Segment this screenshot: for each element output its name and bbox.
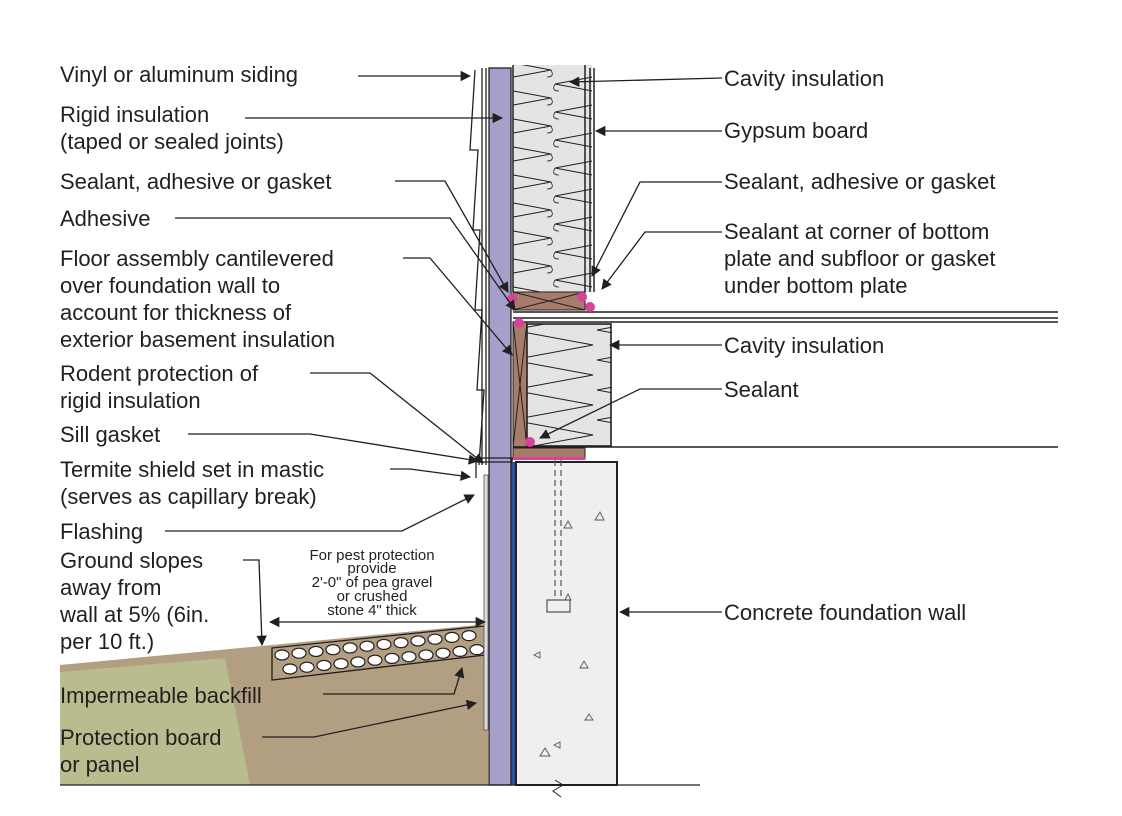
gravel-stone bbox=[469, 644, 485, 656]
gravel-stone bbox=[427, 633, 443, 645]
label-cavity-upper: Cavity insulation bbox=[724, 66, 884, 91]
label-termite: Termite shield set in mastic bbox=[60, 457, 324, 482]
subfloor bbox=[513, 311, 1058, 323]
gravel-stone bbox=[376, 638, 392, 651]
gravel-stone bbox=[325, 644, 341, 656]
label-floor-assembly-4: exterior basement insulation bbox=[60, 327, 335, 352]
label-sealant-right: Sealant, adhesive or gasket bbox=[724, 169, 996, 194]
protection-board bbox=[483, 474, 489, 731]
gravel-stone bbox=[444, 631, 460, 644]
label-siding: Vinyl or aluminum siding bbox=[60, 62, 298, 87]
pest-note-line: stone 4" thick bbox=[327, 602, 417, 619]
sill-gasket bbox=[513, 457, 585, 460]
label-floor-assembly-2: over foundation wall to bbox=[60, 273, 280, 298]
label-rodent-2: rigid insulation bbox=[60, 388, 201, 413]
right-labels: Cavity insulation Gypsum board Sealant, … bbox=[724, 66, 996, 625]
label-protection: Protection board bbox=[60, 725, 221, 750]
gravel-stone bbox=[359, 640, 375, 652]
gravel-stone bbox=[401, 651, 417, 663]
label-flashing: Flashing bbox=[60, 519, 143, 544]
gravel-stone bbox=[299, 661, 315, 673]
label-floor-assembly: Floor assembly cantilevered bbox=[60, 246, 334, 271]
gravel-stone bbox=[333, 658, 349, 670]
label-gypsum: Gypsum board bbox=[724, 118, 868, 143]
gravel-stone bbox=[410, 635, 426, 647]
pest-note-line: 2'-0" of pea gravel bbox=[312, 574, 433, 591]
label-corner: Sealant at corner of bottom bbox=[724, 219, 989, 244]
label-sealant: Sealant bbox=[724, 377, 799, 402]
gravel-stone bbox=[350, 656, 366, 668]
label-ground-2: away from bbox=[60, 575, 161, 600]
gravel-stone bbox=[316, 659, 332, 672]
gravel-stone bbox=[384, 652, 400, 665]
pest-note-line: provide bbox=[347, 560, 396, 577]
gypsum-board bbox=[512, 65, 595, 292]
label-foundation: Concrete foundation wall bbox=[724, 600, 966, 625]
gravel-stone bbox=[282, 663, 298, 675]
concrete-foundation-wall bbox=[515, 461, 618, 786]
label-corner-2: plate and subfloor or gasket bbox=[724, 246, 996, 271]
rigid-insulation bbox=[488, 67, 512, 786]
gravel-stone bbox=[452, 645, 468, 658]
gravel-stone bbox=[291, 647, 307, 659]
label-sill-gasket: Sill gasket bbox=[60, 422, 160, 447]
pest-note: For pest protection provide 2'-0" of pea… bbox=[309, 547, 434, 619]
label-sealant-left: Sealant, adhesive or gasket bbox=[60, 169, 332, 194]
label-adhesive: Adhesive bbox=[60, 206, 151, 231]
label-ground-4: per 10 ft.) bbox=[60, 629, 154, 654]
break-line bbox=[552, 779, 564, 798]
label-cavity-lower: Cavity insulation bbox=[724, 333, 884, 358]
gravel-stone bbox=[435, 647, 451, 659]
label-termite-2: (serves as capillary break) bbox=[60, 484, 317, 509]
left-labels: Vinyl or aluminum siding Rigid insulatio… bbox=[59, 62, 335, 777]
label-rigid-insulation: Rigid insulation bbox=[60, 102, 209, 127]
label-corner-3: under bottom plate bbox=[724, 273, 907, 298]
grass-area bbox=[60, 658, 250, 785]
gravel-stone bbox=[274, 649, 290, 661]
label-ground-3: wall at 5% (6in. bbox=[59, 602, 209, 627]
gravel-stone bbox=[367, 654, 383, 666]
gravel-stone bbox=[393, 637, 409, 649]
label-protection-2: or panel bbox=[60, 752, 140, 777]
concrete-aggregate bbox=[532, 511, 605, 757]
pest-note-line: For pest protection bbox=[309, 547, 434, 564]
label-rigid-insulation-2: (taped or sealed joints) bbox=[60, 129, 284, 154]
label-rodent: Rodent protection of bbox=[60, 361, 259, 386]
label-ground: Ground slopes bbox=[60, 548, 203, 573]
label-backfill: Impermeable backfill bbox=[60, 683, 262, 708]
gravel-stone bbox=[461, 630, 477, 642]
sealant-beads bbox=[507, 292, 595, 447]
gravel-bed bbox=[271, 625, 486, 681]
pest-note-line: or crushed bbox=[337, 588, 408, 605]
label-floor-assembly-3: account for thickness of bbox=[60, 300, 292, 325]
gravel-stone bbox=[342, 642, 358, 654]
siding bbox=[469, 68, 513, 478]
gravel-stone bbox=[308, 645, 324, 658]
gravel-stone bbox=[418, 649, 434, 661]
